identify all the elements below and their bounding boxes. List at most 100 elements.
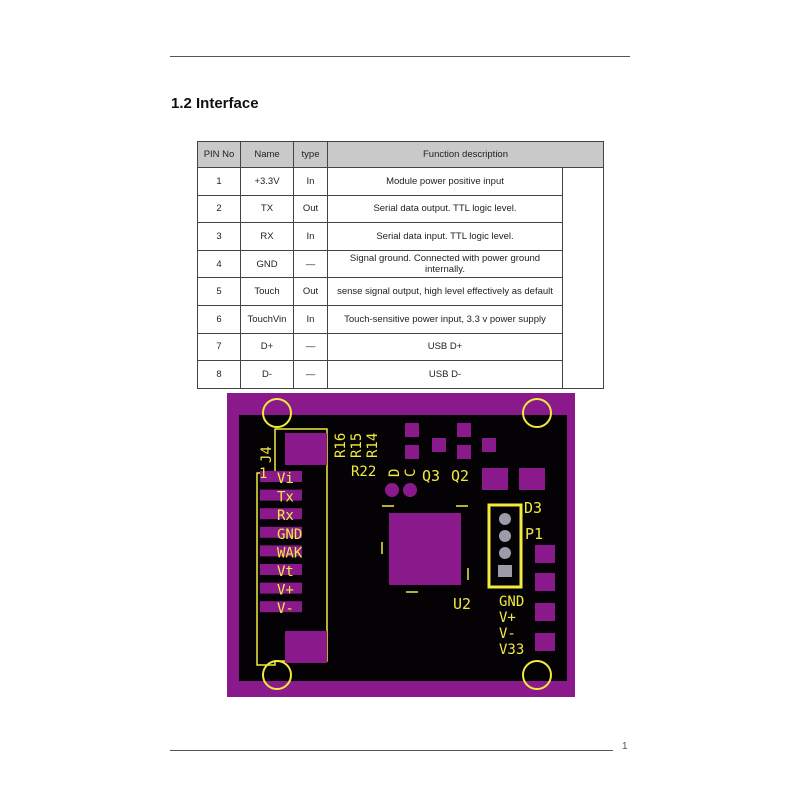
col-header: type (293, 141, 328, 168)
pin-table: PIN No Name type Function description 1+… (197, 141, 604, 389)
d-label: D (387, 469, 403, 477)
description-cell: Touch-sensitive power input, 3.3 v power… (327, 304, 563, 334)
j4-pad (260, 471, 302, 482)
pad (535, 545, 555, 563)
pad (457, 423, 471, 437)
c-label: C (403, 469, 419, 477)
pad (535, 573, 555, 591)
pad (519, 468, 545, 490)
type-cell: Out (293, 277, 328, 306)
j4-pin-label: WAK (277, 545, 303, 561)
description-cell: Serial data input. TTL logic level. (327, 222, 563, 251)
d3-label: D3 (524, 499, 542, 517)
j4-pad (260, 564, 302, 575)
j4-pad (260, 582, 302, 594)
j4-label: J4 (259, 446, 275, 463)
name-cell: D- (240, 360, 294, 389)
table-header-row: PIN No Name type Function description (197, 141, 604, 168)
j4-pin-label: Vt (277, 564, 294, 580)
mount-holes (262, 398, 552, 690)
p1-pin-label: V- (499, 626, 516, 642)
pin-no-cell: 6 (197, 304, 241, 334)
j4-pad (260, 489, 302, 501)
pad (535, 633, 555, 651)
description-cell: USB D+ (327, 332, 563, 362)
description-cell: Signal ground. Connected with power grou… (327, 249, 563, 279)
type-cell: — (293, 249, 328, 279)
page-number: 1 (622, 741, 628, 752)
section-title: 1.2 Interface (171, 95, 259, 112)
pin-no-cell: 2 (197, 194, 241, 224)
type-cell: In (293, 222, 328, 251)
col-header: PIN No (197, 141, 241, 168)
type-cell: — (293, 360, 328, 389)
u2-label: U2 (453, 595, 471, 613)
empty-cell (562, 167, 604, 389)
description-cell: USB D- (327, 360, 563, 389)
description-cell: Module power positive input (327, 167, 563, 196)
p1-pin-label: GND (499, 594, 524, 610)
r15-label: R15 (349, 433, 365, 458)
q3-label: Q3 (422, 467, 440, 485)
pin1-marker: 1 (259, 466, 267, 482)
p1-pin (498, 565, 512, 577)
j4-pin-label: Vi (277, 471, 294, 487)
q2-label: Q2 (451, 467, 469, 485)
pad (482, 438, 496, 452)
j4-pad (260, 526, 302, 538)
col-header: Function description (327, 141, 604, 168)
pad (457, 445, 471, 459)
u2-chip (389, 513, 461, 585)
name-cell: TX (240, 194, 294, 224)
j4-pin-label: V- (277, 601, 294, 617)
type-cell: — (293, 332, 328, 362)
pin-no-cell: 3 (197, 222, 241, 251)
pad (285, 631, 327, 663)
pin-no-cell: 7 (197, 332, 241, 362)
j4-pin-label: GND (277, 527, 302, 543)
name-cell: RX (240, 222, 294, 251)
pad (285, 433, 327, 465)
u2-outline (381, 505, 469, 593)
name-cell: Touch (240, 277, 294, 306)
name-cell: GND (240, 249, 294, 279)
pad (403, 483, 417, 497)
header-rule (170, 56, 630, 57)
pad (482, 468, 508, 490)
pad (405, 445, 419, 459)
j4-pad (260, 601, 302, 613)
pin-no-cell: 8 (197, 360, 241, 389)
p1-pin-label: V33 (499, 642, 524, 658)
type-cell: In (293, 167, 328, 196)
p1-pin (499, 530, 511, 542)
pin-no-cell: 4 (197, 249, 241, 279)
col-header: Name (240, 141, 294, 168)
type-cell: In (293, 304, 328, 334)
type-cell: Out (293, 194, 328, 224)
pad (405, 423, 419, 437)
j4-pad (260, 545, 302, 557)
name-cell: TouchVin (240, 304, 294, 334)
p1-pin (499, 547, 511, 559)
j4-pin-label: Tx (277, 490, 294, 506)
name-cell: +3.3V (240, 167, 294, 196)
p1-pin (499, 513, 511, 525)
pin-no-cell: 5 (197, 277, 241, 306)
p1-label: P1 (525, 525, 543, 543)
p1-pin-label: V+ (499, 610, 516, 626)
j4-pin-label: V+ (277, 583, 294, 599)
j4-pin-label: Rx (277, 508, 294, 524)
r22-label: R22 (351, 464, 376, 480)
j4-pad (260, 508, 302, 520)
description-cell: Serial data output. TTL logic level. (327, 194, 563, 224)
